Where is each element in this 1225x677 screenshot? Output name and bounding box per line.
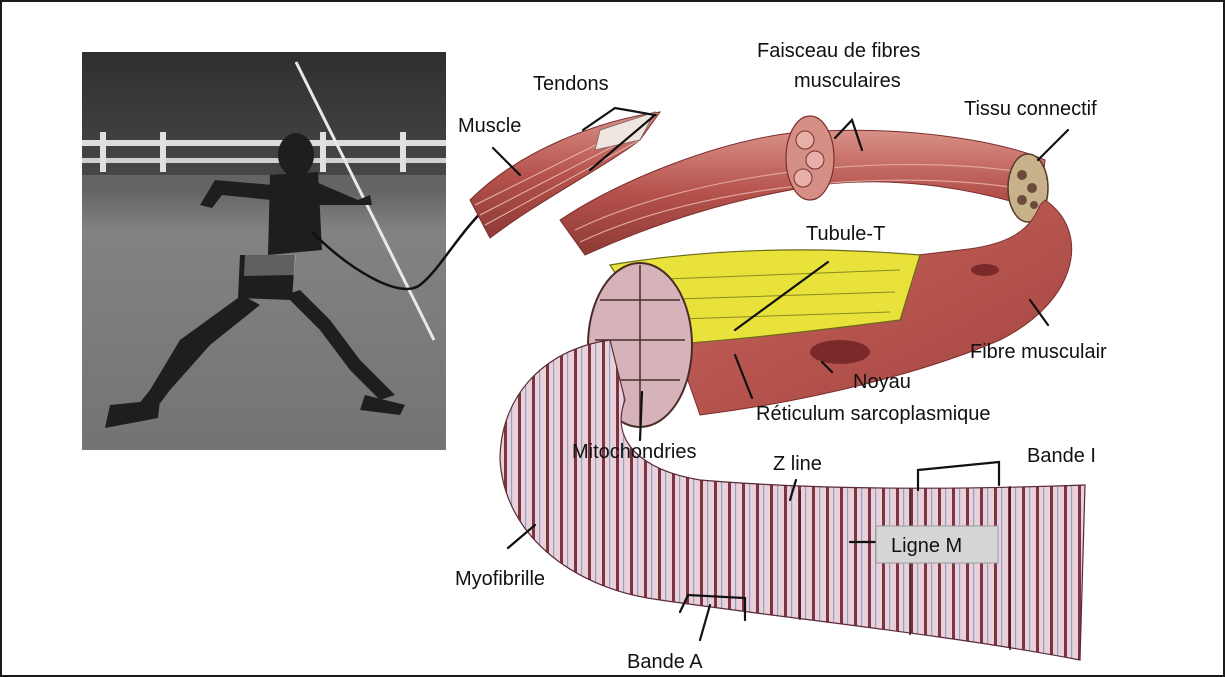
label-ligne-m: Ligne M xyxy=(891,535,962,557)
label-faisceau-line2: musculaires xyxy=(794,70,901,92)
javelin-thrower-photo xyxy=(82,52,446,450)
label-z-line: Z line xyxy=(773,453,822,475)
label-mitochondries: Mitochondries xyxy=(572,441,697,463)
label-muscle: Muscle xyxy=(458,115,521,137)
label-bande-i: Bande I xyxy=(1027,445,1096,467)
ligne-m-box: Ligne M xyxy=(876,526,998,563)
label-faisceau-line1: Faisceau de fibres xyxy=(757,40,920,62)
label-noyau: Noyau xyxy=(853,371,911,393)
label-reticulum: Réticulum sarcoplasmique xyxy=(756,403,991,425)
label-tubule-t: Tubule-T xyxy=(806,223,885,245)
label-tissu-connectif: Tissu connectif xyxy=(964,98,1097,120)
label-tendons: Tendons xyxy=(533,73,609,95)
label-fibre-musculaire: Fibre musculair xyxy=(970,341,1107,363)
label-bande-a: Bande A xyxy=(627,651,703,673)
label-myofibrille: Myofibrille xyxy=(455,568,545,590)
